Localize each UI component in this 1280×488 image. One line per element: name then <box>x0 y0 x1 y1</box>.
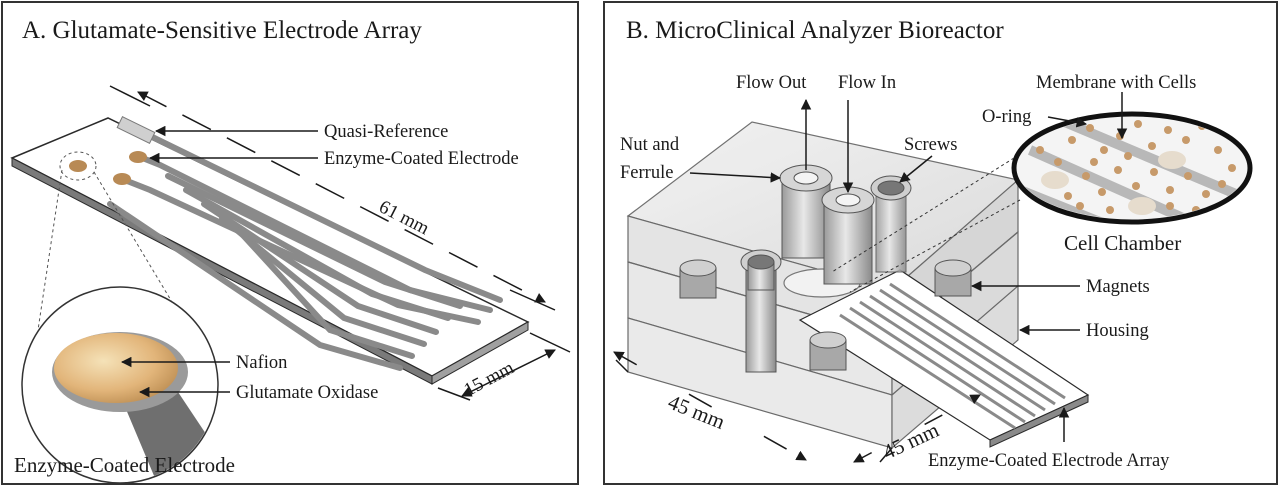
enzyme-coated-electrode-label: Enzyme-Coated Electrode <box>324 149 519 169</box>
electrode-site-1 <box>129 151 147 163</box>
dimension-61mm <box>109 85 556 311</box>
magnets-label: Magnets <box>1086 277 1150 297</box>
panel-b: B. MicroClinical Analyzer Bioreactor <box>603 1 1278 485</box>
electrode-site-3 <box>69 160 87 172</box>
dimension-15mm <box>437 332 571 401</box>
panel-a: A. Glutamate-Sensitive Electrode Array <box>1 1 579 485</box>
inset-magnified-electrode <box>21 286 219 484</box>
membrane-inset <box>1011 111 1253 225</box>
membrane-with-cells-label: Membrane with Cells <box>1036 73 1196 93</box>
flow-in-label: Flow In <box>838 73 896 93</box>
inset-caption: Enzyme-Coated Electrode <box>14 453 235 477</box>
flow-out-label: Flow Out <box>736 73 807 93</box>
nut-and-label: Nut and <box>620 135 680 155</box>
nut-and-ferrule-fittings <box>779 164 875 285</box>
nafion-label: Nafion <box>236 353 287 373</box>
ferrule-label: Ferrule <box>620 163 673 183</box>
screws-label: Screws <box>904 135 957 155</box>
magnets <box>679 259 972 371</box>
o-ring-label: O-ring <box>982 107 1031 127</box>
quasi-reference-label: Quasi-Reference <box>324 122 448 142</box>
zoom-source-circle <box>59 151 97 181</box>
panel-b-title: B. MicroClinical Analyzer Bioreactor <box>626 17 1004 44</box>
electrode-array-label: Enzyme-Coated Electrode Array <box>928 451 1170 471</box>
electrode-site-2 <box>113 173 131 185</box>
housing-label: Housing <box>1086 321 1149 341</box>
cell-chamber-label: Cell Chamber <box>1064 231 1181 255</box>
glutamate-oxidase-label: Glutamate Oxidase <box>236 383 378 403</box>
panel-a-title: A. Glutamate-Sensitive Electrode Array <box>22 17 422 44</box>
